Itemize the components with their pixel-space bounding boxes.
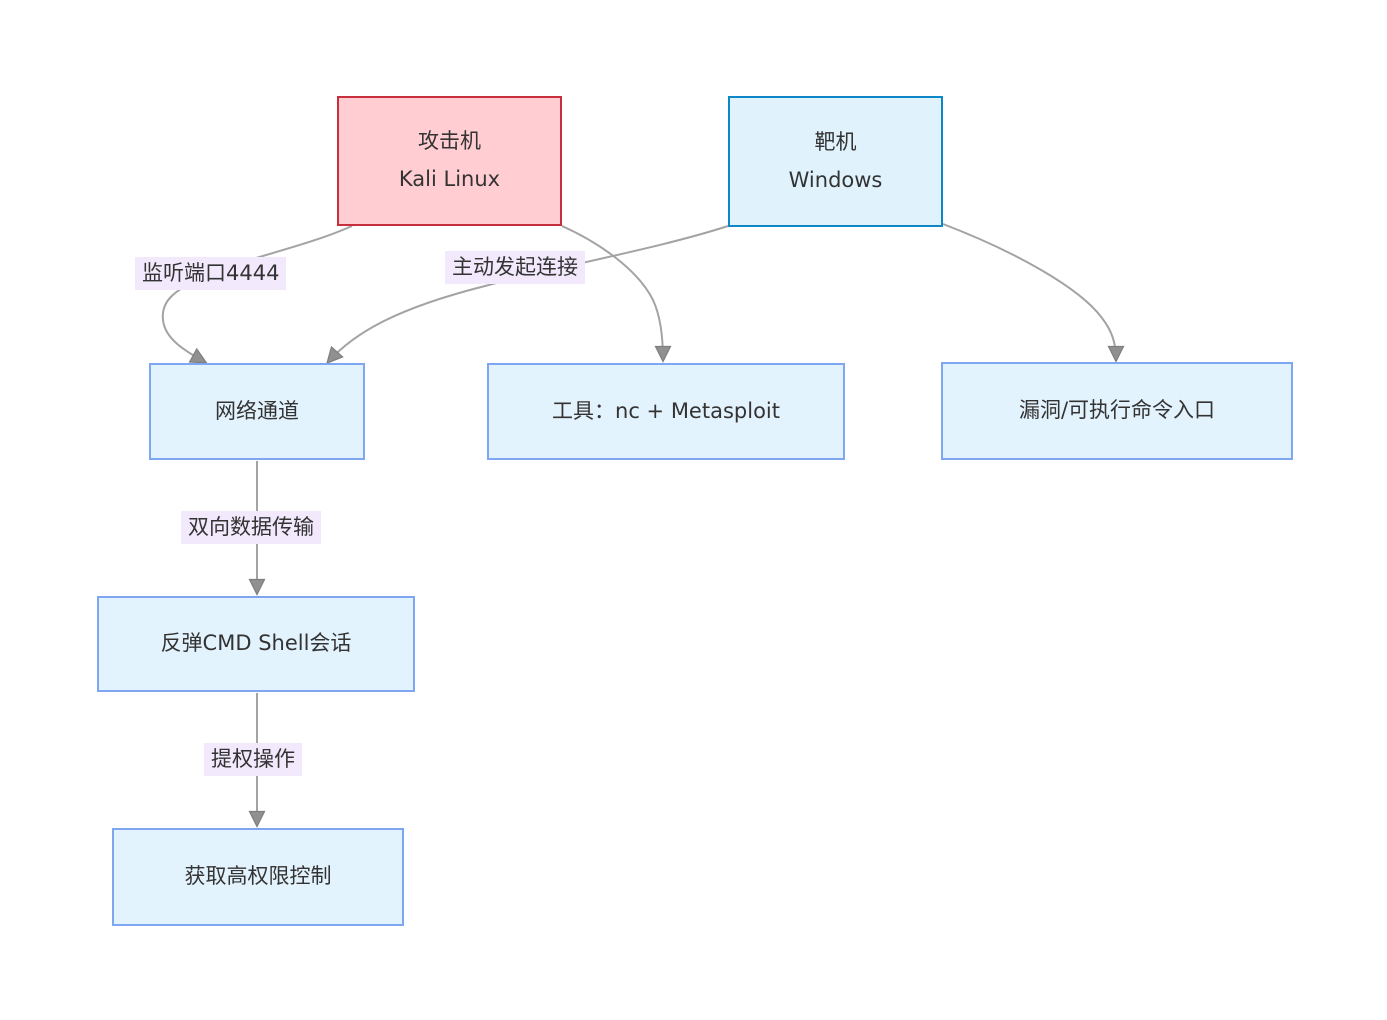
node-priv-control: 获取高权限控制	[112, 828, 404, 926]
node-attacker-line2: Kali Linux	[398, 167, 501, 191]
node-tools: 工具：nc + Metasploit	[487, 363, 845, 460]
node-shell-session: 反弹CMD Shell会话	[97, 596, 415, 692]
node-network-channel: 网络通道	[149, 363, 365, 460]
edge-label-listen-port: 监听端口4444	[135, 257, 287, 291]
node-network-channel-label: 网络通道	[215, 398, 299, 423]
edge-label-initiate-connection: 主动发起连接	[445, 251, 585, 285]
edge-attacker-tools	[561, 225, 672, 363]
node-target-line2: Windows	[788, 167, 883, 192]
node-target-line1: 靶机	[814, 129, 857, 154]
edge-target-channel	[326, 225, 729, 365]
edge-label-bidirectional-transfer: 双向数据传输	[181, 511, 321, 545]
node-attacker-kali: 攻击机 Kali Linux	[337, 96, 562, 226]
node-target-windows: 靶机 Windows	[728, 96, 943, 227]
edge-target-vuln-entry	[942, 223, 1125, 363]
node-tools-label: 工具：nc + Metasploit	[552, 398, 780, 423]
edge-attacker-channel	[161, 225, 353, 364]
node-vuln-entry-label: 漏洞/可执行命令入口	[1018, 398, 1216, 423]
node-priv-control-label: 获取高权限控制	[184, 864, 332, 889]
node-attacker-line1: 攻击机	[418, 129, 481, 154]
node-shell-session-label: 反弹CMD Shell会话	[160, 631, 352, 656]
edge-label-privilege-escalation: 提权操作	[204, 743, 302, 777]
node-vuln-entry: 漏洞/可执行命令入口	[941, 362, 1293, 460]
